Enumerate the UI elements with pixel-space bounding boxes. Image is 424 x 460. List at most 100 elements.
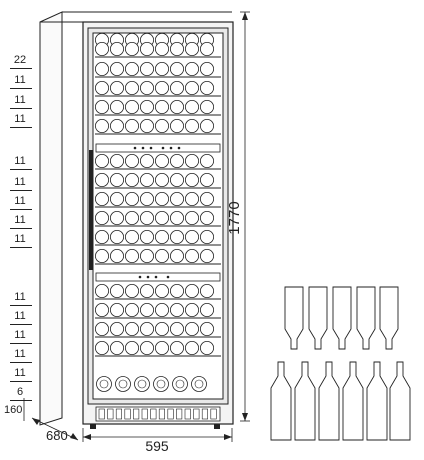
shelf-capacity-tick: [10, 68, 32, 69]
foot-right: [214, 424, 220, 429]
bottle-end: [125, 153, 140, 168]
vent-slot: [201, 408, 208, 420]
bottle-end: [110, 81, 125, 96]
bottle-end: [110, 321, 125, 336]
bottle-end: [95, 153, 110, 168]
bottle-end: [154, 210, 169, 225]
shelf-capacity-label: 11: [14, 310, 26, 322]
bottle-end: [95, 340, 110, 355]
vent-slot: [124, 408, 131, 420]
bottle-end: [139, 62, 154, 77]
bottle-end-inner: [194, 379, 204, 389]
bottle-end: [184, 229, 199, 244]
shelf-capacity-tick: [10, 343, 32, 344]
bottle-end: [139, 42, 154, 57]
bottle-end: [125, 62, 140, 77]
bottle-row: [95, 229, 221, 246]
bottle-end: [125, 100, 140, 115]
bottle-end: [95, 302, 110, 317]
bottle-end: [125, 340, 140, 355]
bottle-end: [110, 229, 125, 244]
bottle-end: [139, 172, 154, 187]
bottle-end: [95, 321, 110, 336]
bottle-end: [139, 153, 154, 168]
bottle-end: [125, 229, 140, 244]
vent-slot: [184, 408, 191, 420]
shelf-capacity-label: 11: [14, 348, 26, 360]
bottle-end: [169, 191, 184, 206]
bottle-end: [95, 81, 110, 96]
bottle-end: [199, 100, 214, 115]
bottle-row: [95, 302, 221, 319]
bottle-end: [169, 42, 184, 57]
bottle-end: [95, 210, 110, 225]
vent-slot: [167, 408, 174, 420]
bottle-upright: [366, 361, 388, 441]
bottle-end: [95, 229, 110, 244]
vent-slot: [158, 408, 165, 420]
bottle-end: [139, 81, 154, 96]
bottle-end: [154, 172, 169, 187]
bottle-inverted: [308, 286, 328, 350]
stacked-bottles-illustration: [270, 286, 411, 441]
vent-slot: [193, 408, 200, 420]
bottle-end: [169, 283, 184, 298]
vent-slot: [176, 408, 183, 420]
bottle-end: [115, 376, 131, 392]
shelf-capacity-tick: [10, 108, 32, 109]
bottle-row: [95, 210, 221, 227]
control-panel-lower: [95, 272, 221, 282]
shelf-capacity-label: 11: [14, 329, 26, 341]
bottle-end: [139, 248, 154, 263]
bottle-end: [154, 100, 169, 115]
bottle-row: [95, 248, 221, 265]
shelf-capacity-label: 11: [14, 367, 26, 379]
bottle-end: [154, 229, 169, 244]
bottle-end: [110, 153, 125, 168]
bottle-upright: [294, 361, 316, 441]
bottle-row: [95, 100, 221, 116]
bottle-end: [154, 191, 169, 206]
bottle-end: [154, 248, 169, 263]
bottle-end: [184, 42, 199, 57]
shelf-capacity-tick: [10, 88, 32, 89]
bottle-end: [110, 119, 125, 134]
bottle-end: [139, 210, 154, 225]
shelf-capacity-label: 11: [14, 113, 26, 125]
bottle-end: [184, 153, 199, 168]
bottle-end: [139, 100, 154, 115]
bottle-end-inner: [175, 379, 185, 389]
bottle-end: [139, 119, 154, 134]
bottle-end: [169, 340, 184, 355]
bottle-end: [169, 321, 184, 336]
bottle-end: [191, 376, 207, 392]
bottle-end: [110, 191, 125, 206]
bottle-end: [110, 302, 125, 317]
bottle-end: [110, 210, 125, 225]
cabinet-side-panel: [39, 11, 232, 426]
bottle-row: [95, 340, 221, 357]
bottle-inverted: [356, 286, 376, 350]
shelf-capacity-label: 11: [14, 195, 26, 207]
bottle-upright: [318, 361, 340, 441]
shelf-capacity-tick: [10, 127, 32, 128]
bottle-rows: [95, 33, 221, 392]
shelf-capacity-label: 11: [14, 74, 26, 86]
bottle-end: [139, 191, 154, 206]
vent-slot: [115, 408, 122, 420]
bottle-row: [95, 153, 221, 170]
bottle-end: [169, 119, 184, 134]
shelf-capacity-label: 11: [14, 233, 26, 245]
bottle-end: [169, 302, 184, 317]
bottle-end: [169, 62, 184, 77]
shelf-capacity-tick: [10, 169, 32, 170]
bottle-end: [125, 248, 140, 263]
height-label: 1770: [226, 201, 243, 234]
bottle-end: [125, 321, 140, 336]
shelf-capacity-tick: [10, 247, 32, 248]
bottle-end: [125, 210, 140, 225]
vent-slot: [133, 408, 140, 420]
bottle-end: [139, 340, 154, 355]
bottle-end: [184, 100, 199, 115]
